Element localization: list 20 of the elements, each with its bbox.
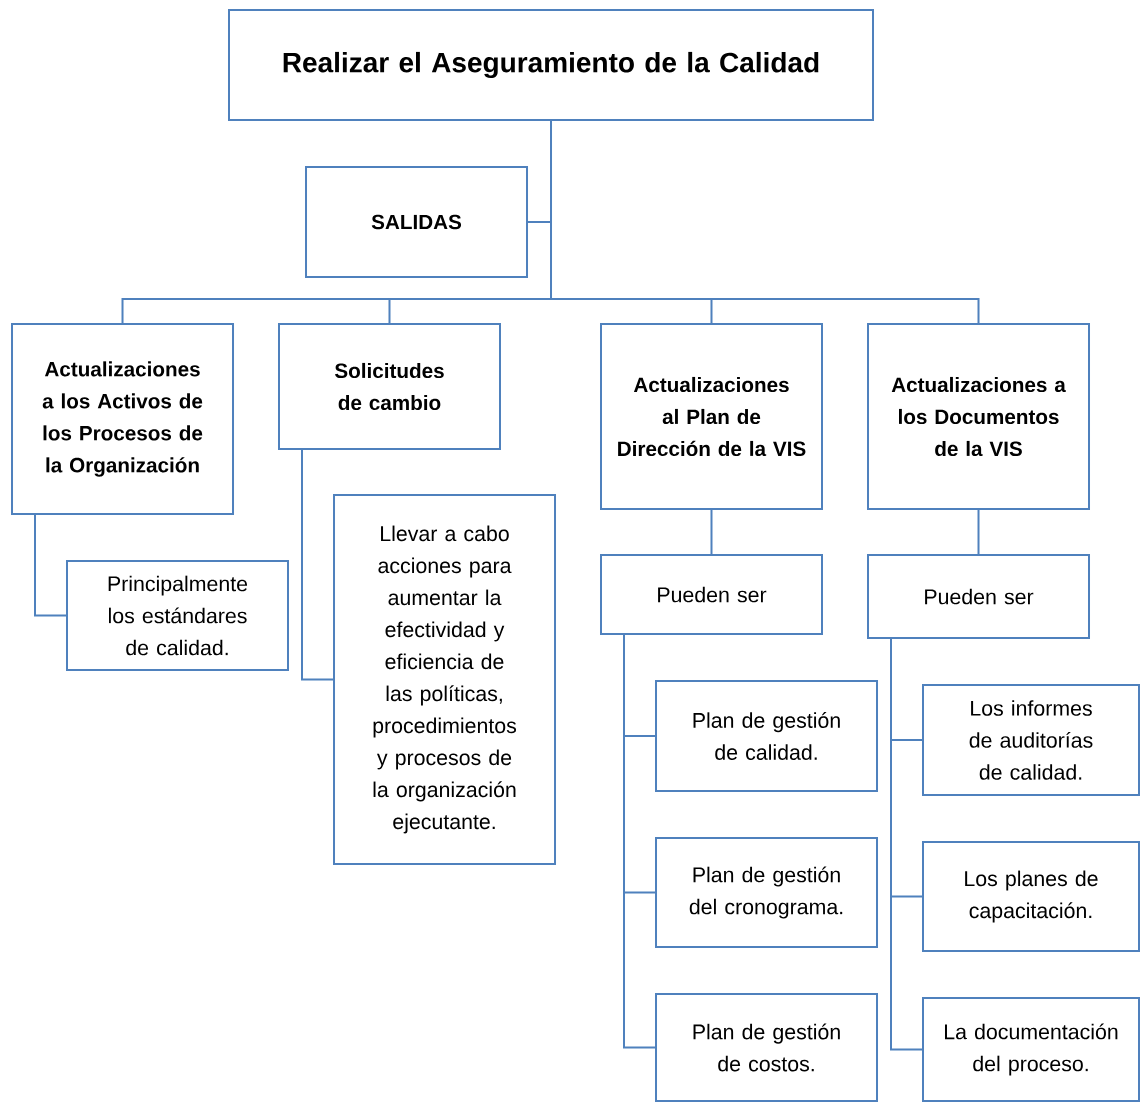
text-box: Principalmente los estándares de calidad. xyxy=(66,560,289,671)
heading-box: SALIDAS xyxy=(305,166,528,278)
text-box: Llevar a cabo acciones para aumentar la efectividad y eficiencia de las políticas, procedimientos y procesos de la organización ejecutante. xyxy=(333,494,556,865)
heading-box: Actualizaciones a los Documentos de la VIS xyxy=(867,323,1090,510)
connector-line xyxy=(34,513,68,617)
text-box: Pueden ser xyxy=(600,554,823,635)
heading-box: Actualizaciones a los Activos de los Procesos de la Organización xyxy=(11,323,234,515)
text-box: Plan de gestión de calidad. xyxy=(655,680,878,792)
text-box: La documentación del proceso. xyxy=(922,997,1140,1102)
text-box: Pueden ser xyxy=(867,554,1090,639)
connector-line xyxy=(301,448,335,681)
connector-line xyxy=(977,508,980,556)
heading-box: Actualizaciones al Plan de Dirección de la VIS xyxy=(600,323,823,510)
title-box: Realizar el Aseguramiento de la Calidad xyxy=(228,9,874,121)
text-box: Plan de gestión de costos. xyxy=(655,993,878,1102)
text-box: Los informes de auditorías de calidad. xyxy=(922,684,1140,796)
heading-box: Solicitudes de cambio xyxy=(278,323,501,450)
connector-line xyxy=(710,508,713,556)
text-box: Los planes de capacitación. xyxy=(922,841,1140,952)
text-box: Plan de gestión del cronograma. xyxy=(655,837,878,948)
